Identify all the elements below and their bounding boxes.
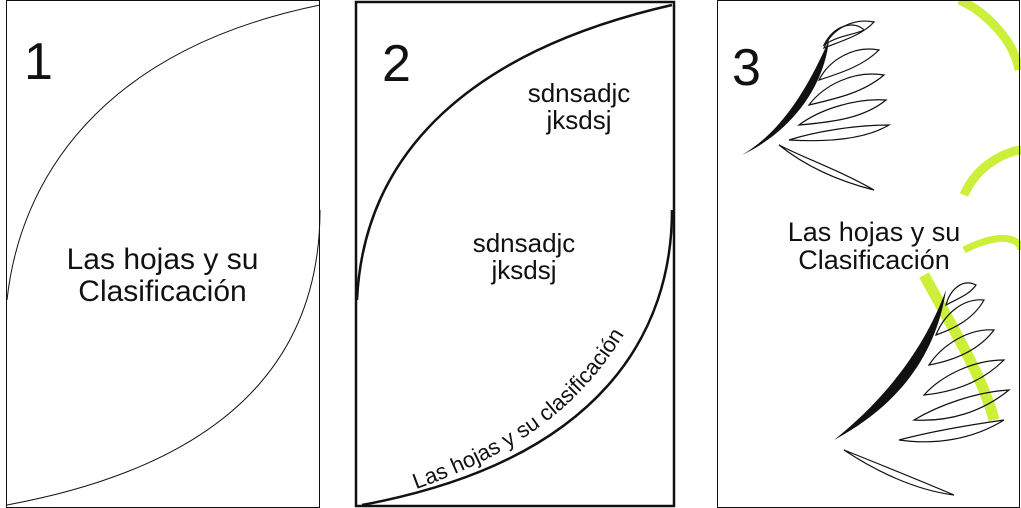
fern-frond-icon: [742, 20, 892, 191]
accent-swirl-icon: [959, 145, 1021, 197]
panel-1: 1 Las hojas y su Clasificación: [0, 0, 325, 508]
panel-3-frame: [717, 0, 1021, 508]
panel-2-frame: Las hojas y su clasificación: [354, 0, 676, 508]
panel-2-text-a-line2: jksdsj: [546, 105, 612, 136]
accent-swirl-icon: [962, 234, 1021, 254]
accent-swirl-icon: [919, 272, 1000, 422]
panel-3-title-line1: Las hojas y su: [787, 217, 961, 247]
panel-1-title-line1: Las hojas y su: [66, 243, 259, 276]
panel-2-text-a-line1: sdnsadjc: [527, 78, 631, 108]
panel-2-text-b-line2: jksdsj: [491, 255, 557, 286]
panel-2: Las hojas y su clasificación 2 sdnsadjc …: [354, 0, 676, 508]
panel-2-text-b-line1: sdnsadjc: [472, 228, 576, 258]
panel-3-title-line2: Clasificación: [798, 245, 950, 276]
panel-2-curved-text: Las hojas y su clasificación: [409, 323, 629, 494]
panel-3-title: Las hojas y su Clasificación: [734, 218, 1014, 275]
panel-3-number: 3: [732, 39, 761, 97]
panel-2-text-a: sdnsadjc jksdsj: [514, 78, 644, 136]
panel-2-number: 2: [382, 35, 411, 93]
accent-swirl-icon: [957, 0, 1021, 71]
panel-1-title: Las hojas y su Clasificación: [0, 244, 325, 307]
leaf-curve-icon: [6, 209, 321, 506]
panel-3: 3 Las hojas y su Clasificación: [714, 0, 1021, 508]
leaf-curve-icon: [361, 209, 674, 507]
leaf-curve-icon: [6, 4, 321, 301]
panel-2-border: [354, 0, 676, 508]
fern-frond-icon: [834, 282, 1011, 496]
panel-1-number: 1: [24, 33, 53, 91]
panel-2-text-b: sdnsadjc jksdsj: [444, 228, 604, 286]
leaf-curve-icon: [355, 3, 673, 301]
panel-1-title-line2: Clasificación: [78, 274, 247, 308]
